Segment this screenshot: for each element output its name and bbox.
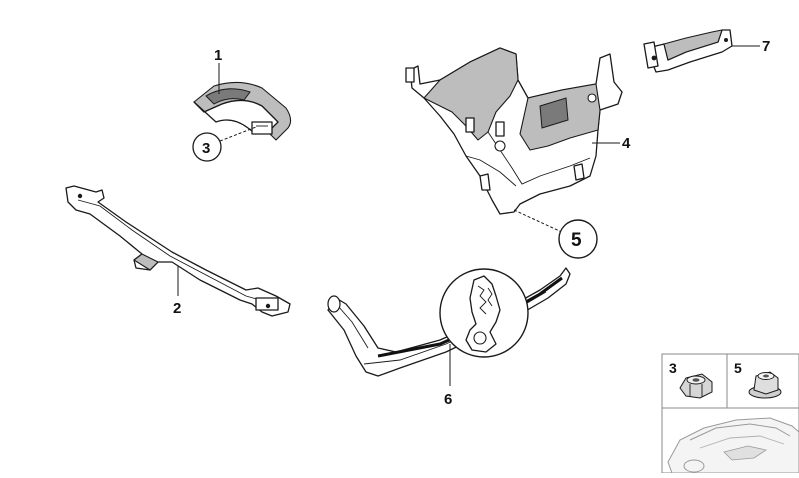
hex-nut-icon [679,373,713,399]
callout-1: 1 [214,47,222,64]
flange-nut-icon [748,371,782,399]
callout-6: 6 [444,391,452,408]
part-6-profile-detail [439,268,529,358]
car-silhouette-icon [667,417,799,474]
part-7-bracket [643,29,733,73]
inset-label-3: 3 [669,360,677,376]
callout-2: 2 [173,300,181,317]
inset-panel: 3 5 [661,353,799,474]
callout-5-circle: 5 [513,209,598,259]
callout-3-circle: 3 [192,126,257,162]
callout-5: 5 [571,230,582,251]
part-1-bracket [193,81,292,141]
callout-3: 3 [202,140,210,157]
inset-label-5: 5 [734,360,742,376]
part-4-cover [405,47,623,215]
callout-4: 4 [622,135,631,152]
callout-7: 7 [762,38,770,55]
part-2-strap [65,185,291,317]
